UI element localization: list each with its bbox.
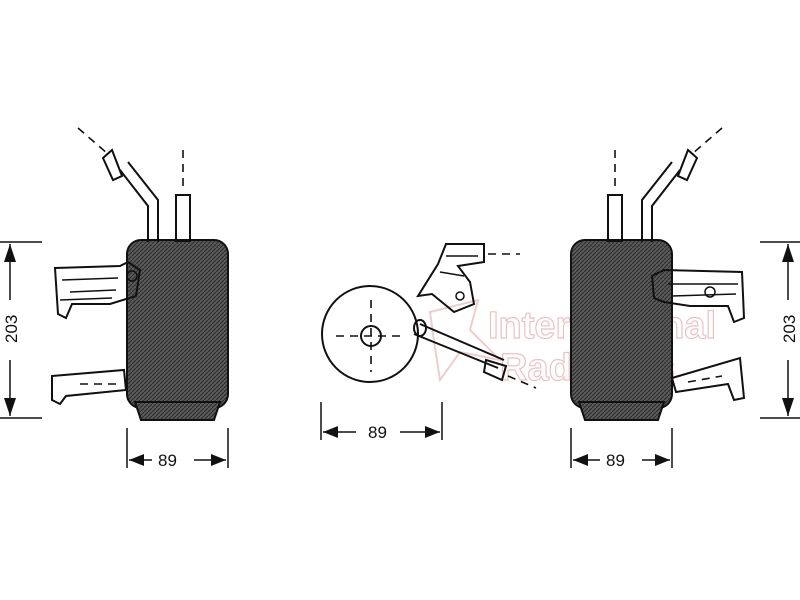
- watermark-logo-icon: [428, 298, 504, 383]
- center-width-label: 89: [368, 423, 387, 442]
- right-lower-bracket: [670, 356, 746, 402]
- center-top-view: 89: [320, 243, 537, 442]
- right-canister-base: [577, 401, 666, 421]
- left-lower-bracket: [51, 368, 128, 406]
- left-height-label: 203: [2, 315, 21, 343]
- center-pipe: [413, 319, 537, 389]
- right-height-dimension: 203: [760, 241, 800, 419]
- right-canister-body: [570, 239, 673, 409]
- right-side-view: 203 89: [570, 127, 800, 470]
- left-inlet-pipe: [175, 150, 191, 242]
- right-width-dimension: 89: [570, 428, 673, 470]
- center-width-dimension: 89: [320, 402, 443, 442]
- right-width-label: 89: [606, 451, 625, 470]
- right-inlet-pipe: [607, 150, 623, 242]
- left-height-dimension: 203: [0, 241, 42, 419]
- left-outlet-pipe: [77, 127, 159, 242]
- left-width-dimension: 89: [126, 428, 229, 470]
- left-canister-base: [133, 401, 222, 421]
- left-side-view: 203 89: [0, 127, 229, 470]
- right-outlet-pipe: [641, 127, 723, 242]
- right-height-label: 203: [780, 315, 799, 343]
- right-upper-bracket: [650, 268, 746, 324]
- left-upper-bracket: [53, 260, 142, 320]
- left-canister-body: [126, 239, 229, 409]
- center-bracket: [416, 243, 520, 314]
- center-disc: [321, 285, 419, 383]
- left-width-label: 89: [158, 451, 177, 470]
